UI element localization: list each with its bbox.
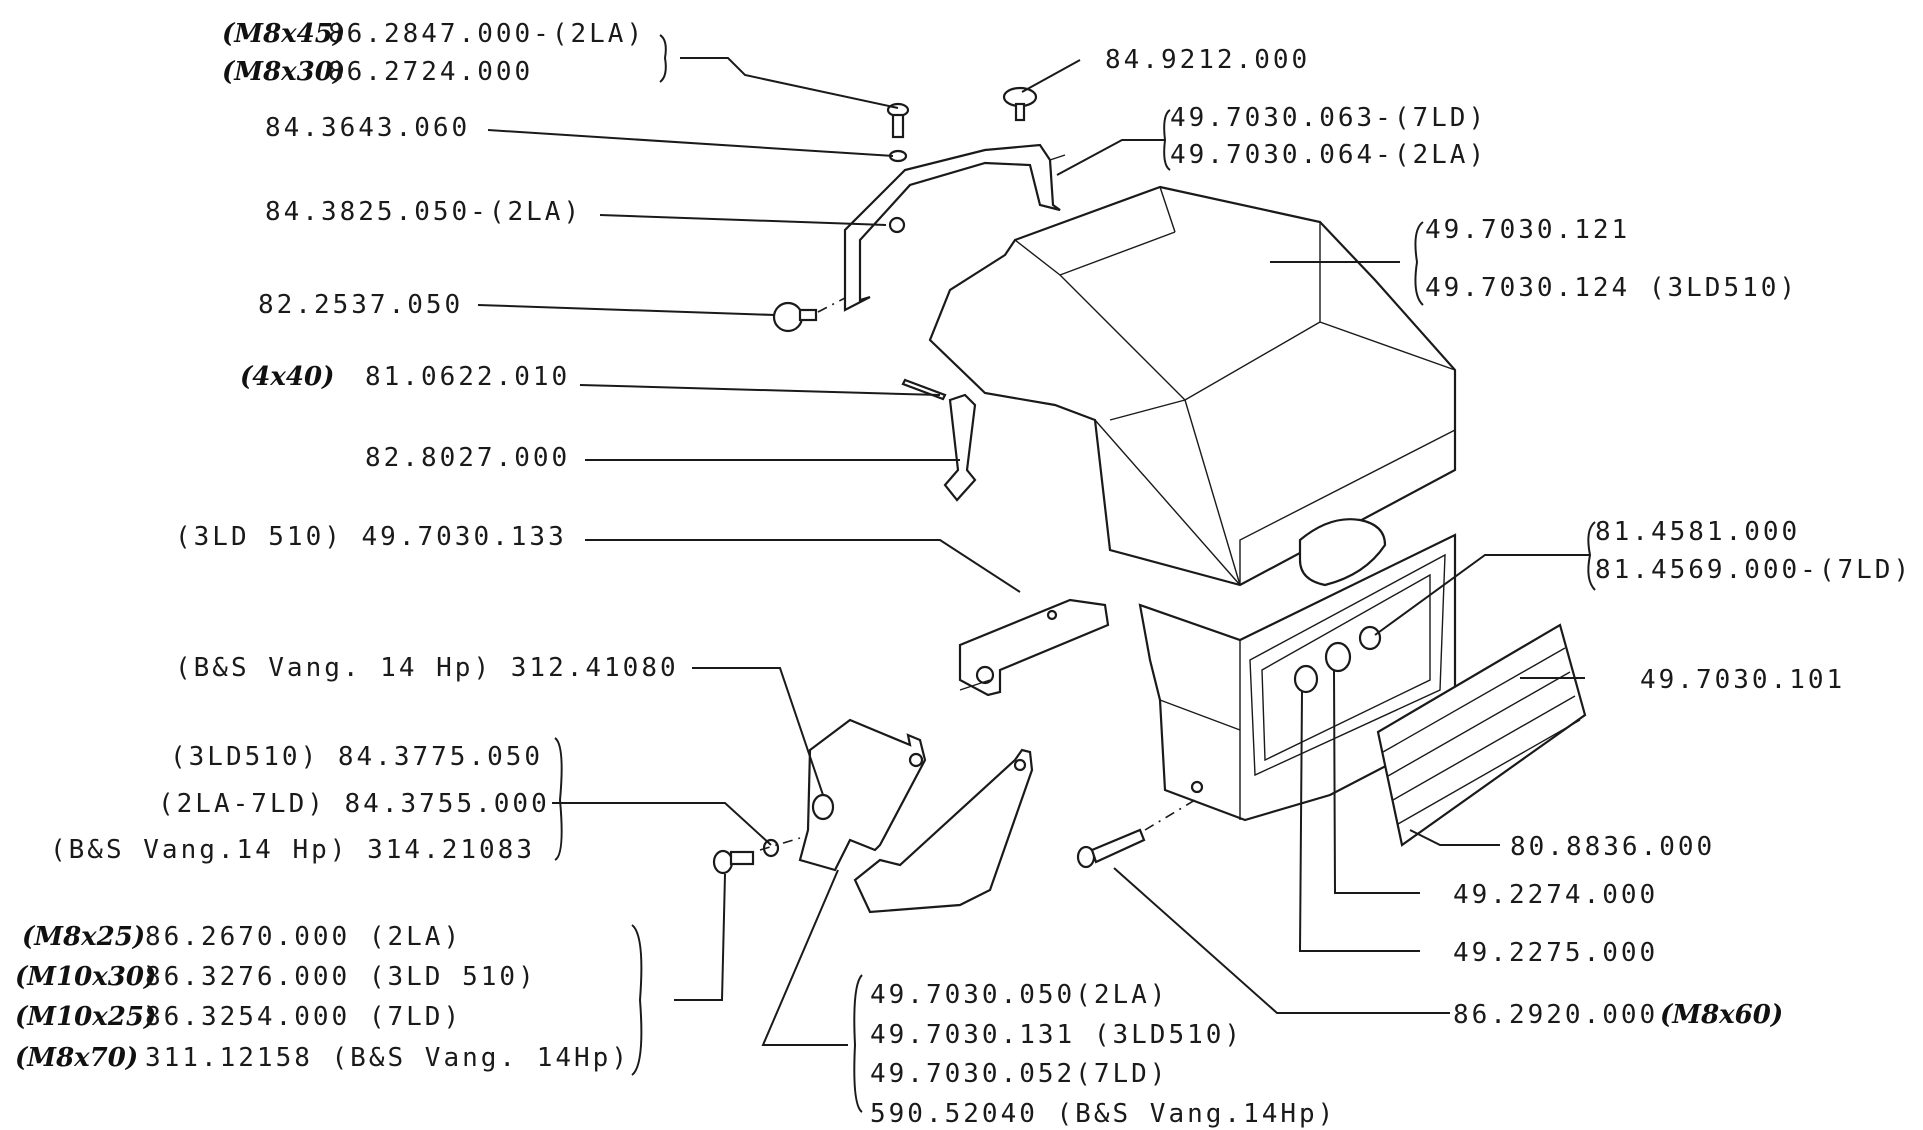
label-81-0622-code: 81.0622.010 (365, 362, 570, 392)
label-group-lower-bolts: (M8x25) 86.2670.000 (2LA) (M10x30) 86.32… (15, 922, 630, 1073)
top-bolt-1 (886, 102, 910, 163)
label-group-u-bracket: 49.7030.050(2LA) 49.7030.131 (3LD510) 49… (870, 980, 1336, 1129)
leader-lines (477, 34, 1596, 1113)
mid-bracket (958, 598, 1110, 697)
grommet-49-2275 (1293, 664, 1319, 694)
label-49-7030-133: (3LD 510) 49.7030.133 (175, 522, 567, 552)
label-49-7030-052: 49.7030.052(7LD) (870, 1059, 1168, 1089)
label-84-3643: 84.3643.060 (265, 113, 470, 143)
label-84-3825: 84.3825.050-(2LA) (265, 197, 582, 227)
label-86-3254-code: 86.3254.000 (7LD) (145, 1002, 462, 1032)
nut-81-4581 (1358, 625, 1382, 651)
label-49-2274: 49.2274.000 (1453, 880, 1658, 910)
washer-bolt (712, 837, 801, 875)
split-pin (901, 378, 947, 401)
label-49-7030-064: 49.7030.064-(2LA) (1170, 140, 1487, 170)
label-49-7030-063: 49.7030.063-(7LD) (1170, 103, 1487, 133)
label-82-8027: 82.8027.000 (365, 443, 570, 473)
label-590-52040: 590.52040 (B&S Vang.14Hp) (870, 1099, 1336, 1129)
grommet-49-2274 (1324, 641, 1352, 673)
label-49-7030-131: 49.7030.131 (3LD510) (870, 1020, 1243, 1050)
label-49-7030-101: 49.7030.101 (1640, 665, 1845, 695)
label-86-3254-hand: (M10x25) (15, 1002, 156, 1032)
label-81-4581: 81.4581.000 (1595, 517, 1800, 547)
label-84-3775: (3LD510) 84.3775.050 (170, 742, 543, 772)
label-311-12158-hand: (M8x70) (15, 1043, 138, 1073)
lock-handle (943, 393, 977, 502)
label-86-3276-hand: (M10x30) (15, 962, 156, 992)
label-49-2275: 49.2275.000 (1453, 938, 1658, 968)
label-86-3276-code: 86.3276.000 (3LD 510) (145, 962, 537, 992)
label-49-7030-050: 49.7030.050(2LA) (870, 980, 1168, 1010)
top-bolt-2 (1002, 86, 1038, 122)
label-80-8836: 80.8836.000 (1510, 832, 1715, 862)
label-86-2670-hand: (M8x25) (22, 922, 145, 952)
top-bracket (843, 143, 1066, 312)
bolt-knob (772, 297, 846, 333)
label-314-21083: (B&S Vang.14 Hp) 314.21083 (50, 835, 535, 865)
label-49-7030-121: 49.7030.121 (1425, 215, 1630, 245)
grille-panel (1376, 623, 1587, 847)
label-86-2724-hand: (M8x30) (222, 57, 345, 87)
label-81-4569: 81.4569.000-(7LD) (1595, 555, 1912, 585)
label-86-2920-hand: (M8x60) (1660, 1000, 1783, 1030)
label-81-0622-hand: (4x40) (240, 362, 334, 392)
label-86-2847-code: 86.2847.000-(2LA) (328, 19, 645, 49)
label-86-2920-code: 86.2920.000 (1453, 1000, 1658, 1030)
label-86-2670-code: 86.2670.000 (2LA) (145, 922, 462, 952)
label-86-2847-hand: (M8x45) (222, 19, 345, 49)
lower-u-bracket (798, 718, 1034, 914)
nut-312 (811, 793, 835, 821)
label-82-2537: 82.2537.050 (258, 290, 463, 320)
label-group-top-bolt: (M8x45) 86.2847.000-(2LA) (M8x30) 86.272… (222, 19, 645, 87)
label-49-7030-124: 49.7030.124 (3LD510) (1425, 273, 1798, 303)
hood-cover (928, 185, 1457, 587)
label-86-2724-code: 86.2724.000 (328, 57, 533, 87)
label-84-3755: (2LA-7LD) 84.3755.000 (158, 789, 550, 819)
label-84-9212: 84.9212.000 (1105, 45, 1310, 75)
label-312-41080: (B&S Vang. 14 Hp) 312.41080 (175, 653, 679, 683)
long-bolt (1076, 799, 1196, 869)
label-311-12158-code: 311.12158 (B&S Vang. 14Hp) (145, 1043, 630, 1073)
